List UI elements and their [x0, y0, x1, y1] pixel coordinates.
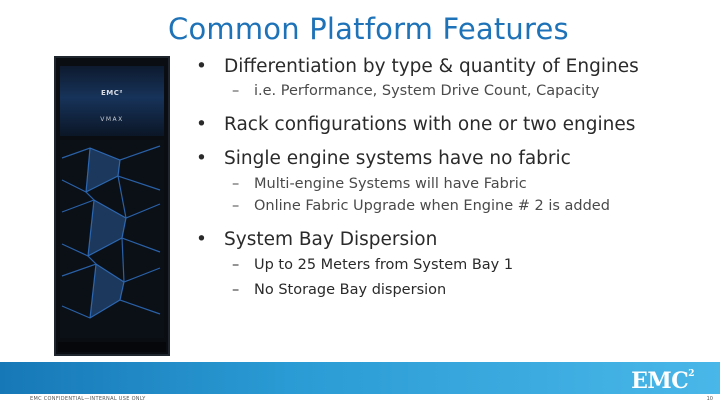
bullet-3: • Single engine systems have no fabric [196, 148, 571, 169]
rack-top-panel [60, 66, 164, 136]
bullet-1: • Differentiation by type & quantity of E… [196, 56, 639, 77]
bullet-4-sub-1-text: Up to 25 Meters from System Bay 1 [254, 257, 514, 273]
bullet-4-sub-1: –Up to 25 Meters from System Bay 1 [232, 257, 513, 273]
rack-frame [54, 56, 170, 356]
sub-marker: – [232, 176, 240, 192]
bullet-1-sub-1: –i.e. Performance, System Drive Count, C… [232, 83, 599, 99]
rack-base [58, 342, 166, 352]
bullet-4: • System Bay Dispersion [196, 229, 437, 250]
bullet-1-marker: • [196, 56, 207, 77]
bullet-4-sub-2-text: No Storage Bay dispersion [254, 282, 447, 298]
footer-bar: EMC2 [0, 362, 720, 394]
bullet-2-marker: • [196, 114, 207, 135]
vmax-rack-image: EMC² VMAX [54, 56, 170, 356]
bullet-1-sub-1-text: i.e. Performance, System Drive Count, Ca… [254, 83, 600, 99]
rack-model-label: VMAX [100, 116, 124, 123]
sub-marker: – [232, 282, 240, 298]
bullet-2-text: Rack configurations with one or two engi… [224, 114, 636, 135]
bullet-3-sub-1-text: Multi-engine Systems will have Fabric [254, 176, 527, 192]
sub-marker: – [232, 257, 240, 273]
rack-body [60, 140, 164, 338]
bullet-1-text: Differentiation by type & quantity of En… [224, 56, 639, 77]
bullet-3-sub-2: –Online Fabric Upgrade when Engine # 2 i… [232, 198, 610, 214]
emc-logo: EMC2 [631, 368, 694, 394]
slide-title: Common Platform Features [168, 12, 569, 46]
emc-logo-text: EMC [631, 368, 689, 394]
bullet-3-sub-2-text: Online Fabric Upgrade when Engine # 2 is… [254, 198, 610, 214]
bullet-2: • Rack configurations with one or two eng… [196, 114, 635, 135]
rack-brand-label: EMC² [101, 89, 123, 97]
sub-marker: – [232, 198, 240, 214]
bullet-3-sub-1: –Multi-engine Systems will have Fabric [232, 176, 527, 192]
sub-marker: – [232, 83, 240, 99]
rack-pattern-graphic [61, 145, 161, 319]
bullet-4-text: System Bay Dispersion [224, 229, 438, 250]
emc-logo-sup: 2 [688, 368, 694, 379]
page-number: 10 [706, 396, 713, 402]
bullet-4-marker: • [196, 229, 207, 250]
bullet-3-marker: • [196, 148, 207, 169]
confidential-notice: EMC CONFIDENTIAL—INTERNAL USE ONLY [30, 396, 146, 402]
bullet-4-sub-2: –No Storage Bay dispersion [232, 282, 446, 298]
bullet-3-text: Single engine systems have no fabric [224, 148, 571, 169]
